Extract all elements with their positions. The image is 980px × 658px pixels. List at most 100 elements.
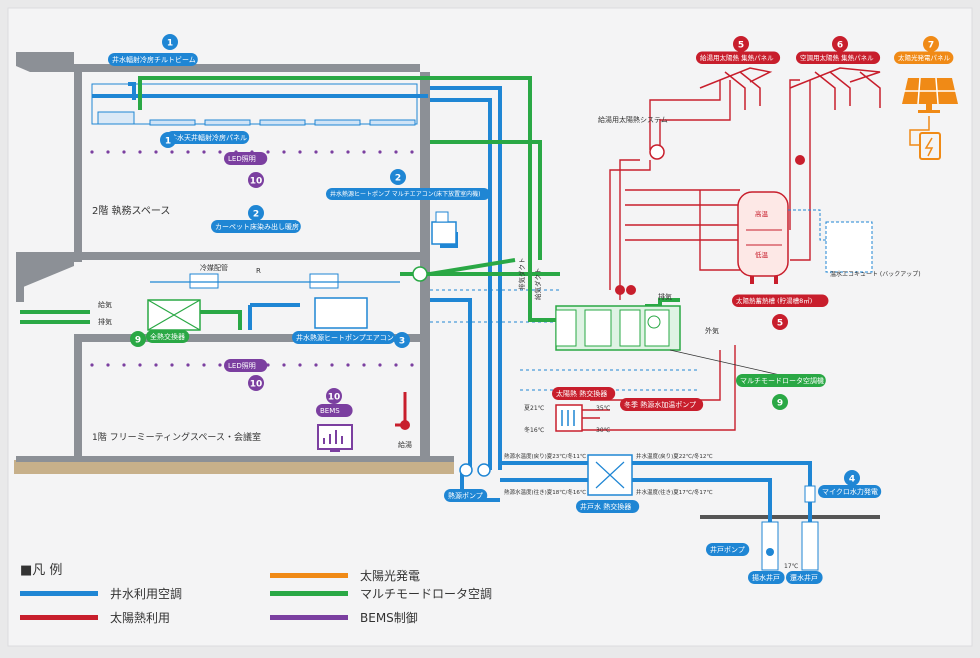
solar-heat-pipes bbox=[559, 79, 811, 431]
hp-aircon-pill bbox=[292, 331, 396, 344]
ceiling-panel-pill bbox=[166, 131, 250, 144]
legend-label: 太陽熱利用 bbox=[110, 611, 171, 625]
solar-collector-hw bbox=[699, 67, 773, 110]
solar-heat-exchanger bbox=[555, 404, 583, 432]
legend-swatch bbox=[20, 591, 98, 596]
src-return-label: 熱源水温度(戻り)夏23℃/冬11℃ bbox=[504, 452, 586, 460]
badge-b9a: 9 bbox=[135, 336, 141, 346]
faucet-icon bbox=[395, 392, 410, 430]
micro-hydro-label: マイクロ水力発電 bbox=[822, 487, 878, 496]
t17-label: 17℃ bbox=[784, 563, 799, 570]
t-winter16-label: 冬16℃ bbox=[524, 426, 545, 434]
well-return-label: 井水温度(戻り)夏22℃/冬12℃ bbox=[636, 452, 713, 460]
src-supply-label: 熱源水温度(往き)夏18℃/冬16℃ bbox=[504, 488, 586, 496]
legend-item: 太陽光発電 bbox=[270, 567, 420, 584]
floor1-hp-aircon bbox=[314, 297, 368, 329]
total-hx-pill bbox=[146, 330, 190, 343]
badge-b6-circle bbox=[832, 36, 848, 52]
pumps bbox=[412, 266, 491, 477]
badge-b4-circle bbox=[844, 470, 860, 486]
legend-label: 井水利用空調 bbox=[110, 587, 183, 601]
multi-rotor-label: マルチモードロータ空調機 bbox=[740, 376, 824, 385]
well-pump-pill bbox=[706, 543, 750, 556]
led-mid-pill bbox=[224, 359, 268, 372]
outside-label: 外気 bbox=[705, 326, 719, 335]
badge-b1a-circle bbox=[162, 34, 178, 50]
micro-hydro-pill bbox=[818, 485, 882, 498]
winter-pump-label: 冬季 熱源水加温ポンプ bbox=[624, 400, 696, 409]
exhaust2-label: 排気 bbox=[658, 292, 672, 301]
legend-label: BEMS制御 bbox=[360, 611, 418, 625]
carpet-pill bbox=[211, 220, 301, 233]
solar-hx-label: 太陽熱 熱交換器 bbox=[556, 389, 607, 398]
badge-b2b-circle bbox=[248, 205, 264, 221]
exhaust-duct-label: 排気ダクト bbox=[517, 258, 526, 291]
well-water-pipes bbox=[92, 82, 812, 545]
heat-pump-src-pill bbox=[444, 489, 488, 502]
multi-rotor-pill bbox=[736, 374, 826, 387]
return-well-pill bbox=[786, 571, 823, 584]
tank-label: 太陽熱蓄熱槽 (貯湯槽8㎥) bbox=[736, 296, 812, 305]
legend-item: 井水利用空調 bbox=[20, 585, 182, 602]
rotor-ac-unit bbox=[555, 305, 681, 351]
floor2-label: 2階 執務スペース bbox=[92, 204, 170, 217]
ceiling-panel-label: 井水天井輻射冷房パネル bbox=[170, 133, 247, 142]
badge-b6: 6 bbox=[837, 41, 843, 51]
badge-b7: 7 bbox=[928, 41, 934, 51]
ground-wells bbox=[700, 515, 880, 519]
high-label: 高温 bbox=[755, 209, 769, 218]
legend-title: ■凡 例 bbox=[20, 563, 63, 578]
led-top-pill bbox=[224, 152, 268, 165]
legend-item: マルチモードロータ空調 bbox=[270, 585, 492, 602]
badge-b4: 4 bbox=[849, 475, 855, 485]
badge-b1b: 1 bbox=[165, 137, 171, 147]
badge-b9b-circle bbox=[772, 394, 788, 410]
r-label: R bbox=[256, 267, 261, 275]
floor1-label: 1階 フリーミーティングスペース・会議室 bbox=[92, 431, 261, 443]
legend-label: マルチモードロータ空調 bbox=[360, 587, 493, 601]
tilt-beam-unit bbox=[97, 111, 135, 125]
water-supply-label: 給湯 bbox=[398, 440, 412, 449]
total-hx-label: 全熱交換器 bbox=[150, 332, 185, 341]
well-supply-label: 井水温度(往き)夏17℃/冬17℃ bbox=[636, 488, 713, 496]
pv-panel-label: 太陽光発電パネル bbox=[898, 53, 951, 62]
ceiling-panels bbox=[149, 119, 416, 126]
tank-pill bbox=[732, 294, 829, 307]
badge-b5a-circle bbox=[733, 36, 749, 52]
return-well-label: 還水井戸 bbox=[790, 573, 818, 582]
ground bbox=[14, 460, 454, 474]
exhaust-air-label: 排気 bbox=[98, 317, 112, 326]
supply-duct-label: 給気ダクト bbox=[533, 268, 542, 301]
badge-b3: 3 bbox=[399, 337, 405, 347]
solar-hw-panel-pill bbox=[696, 51, 781, 64]
low-label: 低温 bbox=[755, 250, 769, 259]
supply-air-label: 給気 bbox=[98, 300, 112, 309]
refrig-label: 冷媒配管 bbox=[200, 263, 228, 272]
well-pump-label: 井戸ポンプ bbox=[710, 545, 745, 554]
winter-pump-pill bbox=[620, 398, 704, 411]
led-mid-label: LED照明 bbox=[228, 362, 256, 370]
solar-hw-system bbox=[615, 144, 805, 295]
heatpump-multi-label: 井水熱源ヒートポンプ マルチエアコン(床下放置室内機) bbox=[330, 190, 480, 198]
badge-b9a-circle bbox=[130, 331, 146, 347]
solar-sys-label: 給湯用太陽熱システム bbox=[598, 115, 668, 124]
legend-item: BEMS制御 bbox=[270, 609, 418, 626]
hp-aircon-label: 井水熱源ヒートポンプエアコン bbox=[296, 333, 394, 342]
heat-storage-tank bbox=[737, 191, 789, 284]
bems-pill bbox=[316, 404, 353, 417]
badge-b3-circle bbox=[394, 332, 410, 348]
tilt-beam-pill bbox=[108, 53, 198, 66]
badge-b10b-circle bbox=[248, 375, 264, 391]
pv-panel-pill bbox=[894, 51, 954, 64]
tilt-beam-label: 井水輻射冷房チルトビーム bbox=[112, 55, 196, 64]
badge-b10c: 10 bbox=[328, 393, 341, 403]
solar-hx-pill bbox=[552, 387, 616, 400]
badge-b10c-circle bbox=[326, 388, 342, 404]
legend-swatch bbox=[270, 591, 348, 596]
badge-b2a-circle bbox=[390, 169, 406, 185]
legend-item: 太陽熱利用 bbox=[20, 609, 170, 626]
legend-swatch bbox=[270, 615, 348, 620]
heatpump-multi-pill bbox=[326, 188, 490, 200]
